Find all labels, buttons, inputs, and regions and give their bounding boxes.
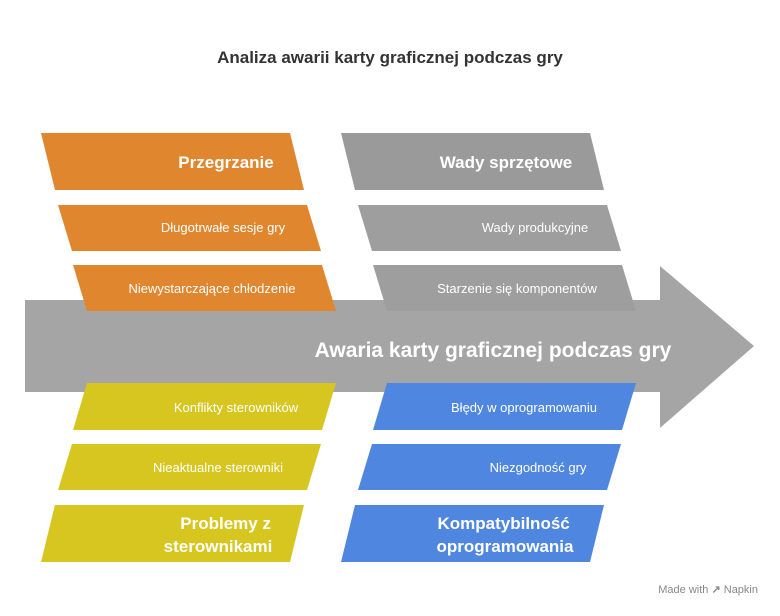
cause-box bbox=[373, 383, 636, 430]
watermark-prefix: Made with bbox=[658, 584, 709, 596]
category-box-kompatybilnosc-oprogramowania bbox=[341, 505, 604, 562]
cause-label: Niezgodność gry bbox=[490, 460, 587, 475]
made-with-napkin-watermark: Made with ↗ Napkin bbox=[658, 583, 758, 596]
category-label-line: oprogramowania bbox=[437, 537, 575, 556]
spine-label: Awaria karty graficznej podczas gry bbox=[315, 339, 672, 362]
cause-box bbox=[58, 444, 321, 490]
cause-label: Konflikty sterowników bbox=[174, 400, 299, 415]
category-label-line: sterownikami bbox=[164, 537, 273, 556]
cause-label: Błędy w oprogramowaniu bbox=[451, 400, 597, 415]
cause-box bbox=[358, 444, 621, 490]
cause-box bbox=[58, 205, 321, 251]
watermark-brand: Napkin bbox=[723, 584, 758, 596]
cause-label: Nieaktualne sterowniki bbox=[153, 460, 283, 475]
cause-label: Starzenie się komponentów bbox=[437, 281, 597, 296]
napkin-logo-icon: ↗ bbox=[711, 584, 721, 596]
cause-box bbox=[358, 205, 621, 251]
cause-box bbox=[373, 265, 636, 311]
cause-box bbox=[73, 265, 336, 311]
category-box-przegrzanie bbox=[41, 133, 304, 190]
cause-box bbox=[73, 383, 336, 430]
cause-label: Wady produkcyjne bbox=[482, 220, 588, 235]
category-label-problemy-z-sterownikami: Problemy z sterownikami bbox=[164, 514, 276, 556]
category-label-line: Kompatybilność bbox=[438, 514, 570, 533]
diagram-title: Analiza awarii karty graficznej podczas … bbox=[217, 48, 563, 67]
category-box-problemy-z-sterownikami bbox=[41, 505, 304, 562]
cause-label: Długotrwałe sesje gry bbox=[161, 220, 286, 235]
category-label-kompatybilnosc-oprogramowania: Kompatybilność oprogramowania bbox=[437, 514, 575, 556]
cause-label: Niewystarczające chłodzenie bbox=[129, 281, 296, 296]
category-box-wady-sprzetowe bbox=[341, 133, 604, 190]
category-label-wady-sprzetowe: Wady sprzętowe bbox=[440, 153, 573, 172]
category-label-przegrzanie: Przegrzanie bbox=[178, 153, 273, 172]
category-label-line: Problemy z bbox=[180, 514, 271, 533]
